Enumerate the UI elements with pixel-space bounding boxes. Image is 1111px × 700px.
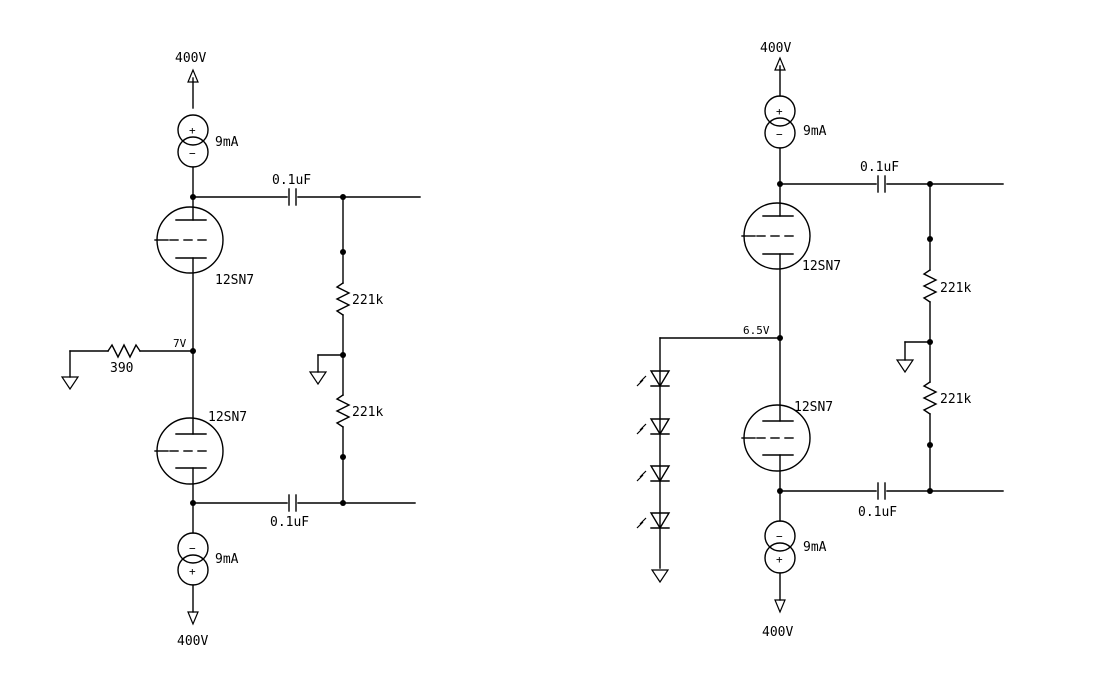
res-label-top-a: 221k	[352, 293, 383, 308]
source-label-top-b: 9mA	[803, 124, 827, 139]
led-diode	[636, 370, 671, 388]
capacitor-top-b	[877, 175, 886, 193]
supply-arrow-bottom-a	[187, 611, 199, 626]
minus-sign: −	[189, 147, 196, 160]
capacitor-top-a	[288, 188, 297, 206]
resistor-bottom-b	[922, 381, 938, 415]
current-source-bottom-a	[177, 532, 209, 613]
tube-label-bottom-b: 12SN7	[794, 400, 833, 415]
tube-label-top-b: 12SN7	[802, 259, 841, 274]
cap-label-bottom-a: 0.1uF	[270, 515, 309, 530]
led-string	[636, 370, 671, 530]
res-label-bottom-b: 221k	[940, 392, 971, 407]
circuit-b: 400V + − 9mA 0.1uF	[636, 41, 1004, 640]
cap-label-bottom-b: 0.1uF	[858, 505, 897, 520]
bias-resistor-a	[107, 343, 141, 359]
minus-sign: −	[776, 530, 783, 543]
supply-arrow-top-a	[187, 68, 199, 109]
supply-label-top-a: 400V	[175, 51, 206, 66]
minus-sign: −	[776, 128, 783, 141]
res-label-top-b: 221k	[940, 281, 971, 296]
resistor-top-a	[335, 282, 351, 316]
capacitor-bottom-b	[877, 482, 886, 500]
source-label-bottom-b: 9mA	[803, 540, 827, 555]
led-diode	[636, 465, 671, 483]
plus-sign: +	[776, 553, 783, 566]
tube-label-top-a: 12SN7	[215, 273, 254, 288]
tube-bottom-b	[741, 337, 811, 492]
ground-icon	[895, 359, 915, 374]
led-diode	[636, 418, 671, 436]
plus-sign: +	[776, 105, 783, 118]
bias-resistor-label-a: 390	[110, 361, 133, 376]
minus-sign: −	[189, 542, 196, 555]
mid-voltage-label-a: 7V	[173, 337, 187, 350]
tube-label-bottom-a: 12SN7	[208, 410, 247, 425]
tube-bottom-a	[154, 350, 224, 504]
current-source-top-b	[764, 95, 796, 185]
capacitor-bottom-a	[288, 494, 297, 512]
current-source-bottom-b	[764, 520, 796, 601]
led-diode	[636, 512, 671, 530]
current-source-top-a	[177, 114, 209, 198]
plus-sign: +	[189, 124, 196, 137]
mid-voltage-label-b: 6.5V	[743, 324, 770, 337]
tube-top-a	[154, 196, 224, 352]
res-label-bottom-a: 221k	[352, 405, 383, 420]
supply-arrow-bottom-b	[774, 599, 786, 614]
supply-arrow-top-b	[774, 56, 786, 97]
plus-sign: +	[189, 565, 196, 578]
supply-label-bottom-a: 400V	[177, 634, 208, 649]
ground-icon	[650, 569, 670, 584]
supply-label-bottom-b: 400V	[762, 625, 793, 640]
supply-label-top-b: 400V	[760, 41, 791, 56]
source-label-top-a: 9mA	[215, 135, 239, 150]
cap-label-top-b: 0.1uF	[860, 160, 899, 175]
cap-label-top-a: 0.1uF	[272, 173, 311, 188]
resistor-top-b	[922, 269, 938, 303]
circuit-a: 400V + − 9mA 0.1uF	[60, 51, 421, 649]
resistor-bottom-a	[335, 394, 351, 428]
ground-icon	[60, 376, 80, 391]
source-label-bottom-a: 9mA	[215, 552, 239, 567]
ground-icon	[308, 371, 328, 386]
tube-top-b	[741, 183, 811, 339]
